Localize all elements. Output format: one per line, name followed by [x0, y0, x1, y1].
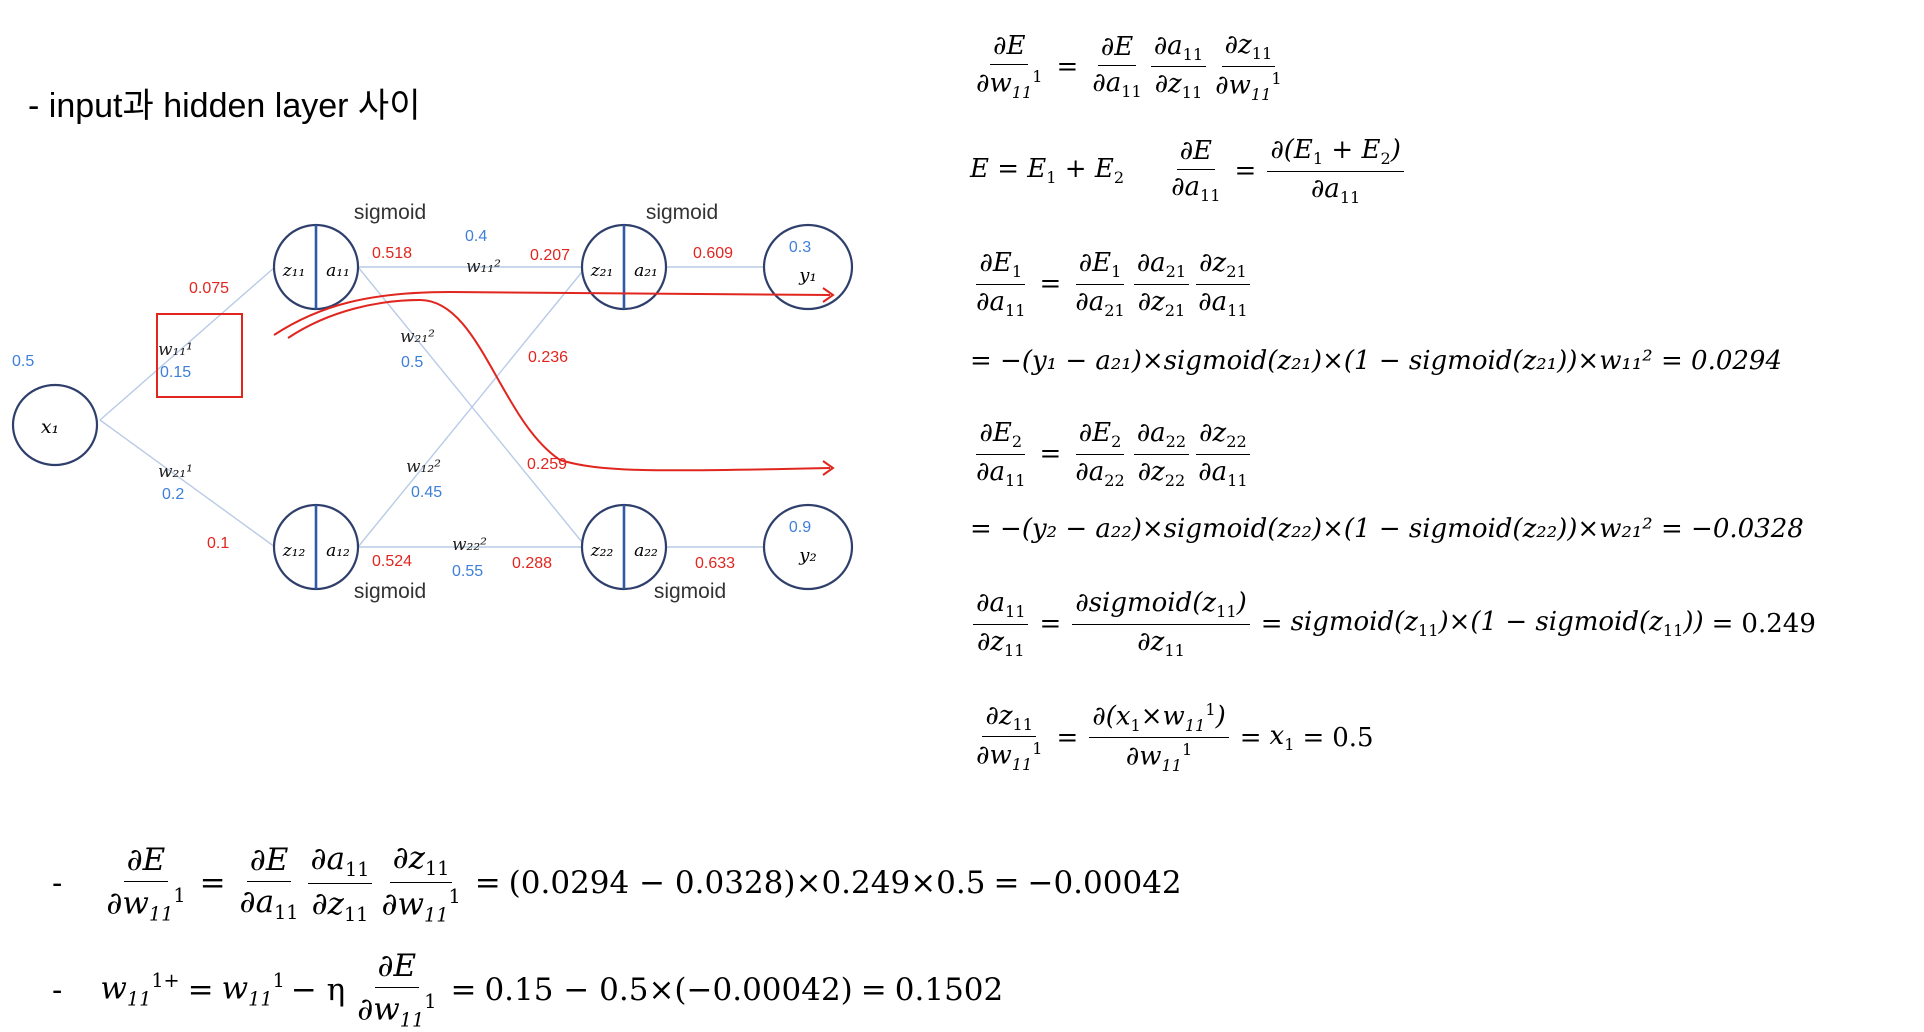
weight-update: - w111+=w111 − η ∂E∂w111 =0.15 − 0.5×(−0…	[52, 948, 1004, 1032]
svg-text:a₂₁: a₂₁	[634, 261, 658, 281]
svg-text:0.9: 0.9	[789, 519, 811, 536]
svg-text:z₁₁: z₁₁	[282, 261, 306, 281]
input-label: x₁	[41, 416, 59, 438]
equation-4-result: = −(y₂ − a₂₂)×sigmoid(z₂₂)×(1 − sigmoid(…	[970, 514, 1804, 544]
highlight-box	[156, 313, 243, 398]
network-overlay: x₁ 0.5 z₁₁ a₁₁ z₁₂ a₁₂ z₂₁ a₂₁ z₂₂ a₂₂ y…	[11, 201, 854, 603]
activation-output: 0.518	[372, 245, 412, 262]
hidden-node-21: z₂₁ a₂₁	[580, 223, 668, 311]
z-value: 0.288	[512, 555, 552, 572]
hidden-node-11: z₁₁ a₁₁	[272, 223, 360, 311]
weight-label: w₁₂²	[406, 457, 441, 477]
z-value: 0.207	[530, 247, 570, 264]
z-value: 0.236	[528, 349, 568, 366]
equation-1: ∂E∂w111= ∂E∂a11 ∂a11∂z11 ∂z11∂w111	[976, 30, 1282, 104]
output-node-y1: y₁ 0.3	[762, 223, 854, 311]
activation-output: 0.524	[372, 553, 412, 570]
input-node: x₁	[11, 383, 99, 467]
svg-text:z₂₂: z₂₂	[590, 541, 614, 561]
backprop-arrows	[273, 287, 835, 476]
weight-value: 0.55	[452, 563, 483, 580]
activation-output: 0.609	[693, 245, 733, 262]
weight-value: 0.45	[411, 484, 442, 501]
weight-label: w₁₁²	[466, 257, 501, 277]
svg-text:z₂₁: z₂₁	[590, 261, 614, 281]
equation-4: ∂E2∂a11= ∂E2∂a22 ∂a22∂z22 ∂z22∂a11	[970, 418, 1254, 490]
final-gradient: - ∂E∂w111= ∂E∂a11 ∂a11∂z11 ∂z11∂w111 =(0…	[52, 840, 1182, 927]
svg-text:a₁₁: a₁₁	[326, 261, 350, 281]
hidden-node-12: z₁₂ a₁₂	[272, 503, 360, 591]
z-value: 0.1	[207, 535, 229, 552]
z-value: 0.075	[189, 280, 229, 297]
weight-value: 0.4	[465, 228, 487, 245]
activation-label: sigmoid	[354, 580, 426, 603]
svg-text:y₂: y₂	[798, 545, 816, 566]
equation-2: E = E1 + E2 ∂E∂a11= ∂(E1 + E2)∂a11	[970, 135, 1407, 207]
equation-3-result: = −(y₁ − a₂₁)×sigmoid(z₂₁)×(1 − sigmoid(…	[970, 346, 1783, 376]
weight-label: w₁₁¹	[158, 340, 193, 360]
hidden-node-22: z₂₂ a₂₂	[580, 503, 668, 591]
activation-label: sigmoid	[654, 580, 726, 603]
svg-text:0.3: 0.3	[789, 239, 811, 256]
z-value: 0.259	[527, 456, 567, 473]
weight-label: w₂₁²	[400, 327, 435, 347]
activation-label: sigmoid	[646, 201, 718, 224]
svg-text:a₁₂: a₁₂	[326, 541, 350, 561]
svg-text:z₁₂: z₁₂	[282, 541, 306, 561]
equation-5: ∂a11∂z11= ∂sigmoid(z11)∂z11 =sigmoid(z11…	[970, 588, 1816, 660]
weight-value: 0.2	[162, 486, 184, 503]
svg-text:a₂₂: a₂₂	[634, 541, 658, 561]
weight-value: 0.15	[160, 364, 191, 381]
output-node-y2: y₂ 0.9	[762, 503, 854, 591]
weight-value: 0.5	[401, 354, 423, 371]
input-value: 0.5	[12, 353, 34, 370]
equation-3: ∂E1∂a11= ∂E1∂a21 ∂a21∂z21 ∂z21∂a11	[970, 248, 1254, 320]
weight-label: w₂₁¹	[158, 462, 193, 482]
page-title: - input과 hidden layer 사이	[28, 87, 421, 125]
weight-label: w₂₂²	[452, 535, 487, 555]
activation-label: sigmoid	[354, 201, 426, 224]
activation-output: 0.633	[695, 555, 735, 572]
svg-text:y₁: y₁	[798, 265, 816, 286]
equation-6: ∂z11∂w111= ∂(x1×w111)∂w111 =x1=0.5	[976, 700, 1374, 776]
